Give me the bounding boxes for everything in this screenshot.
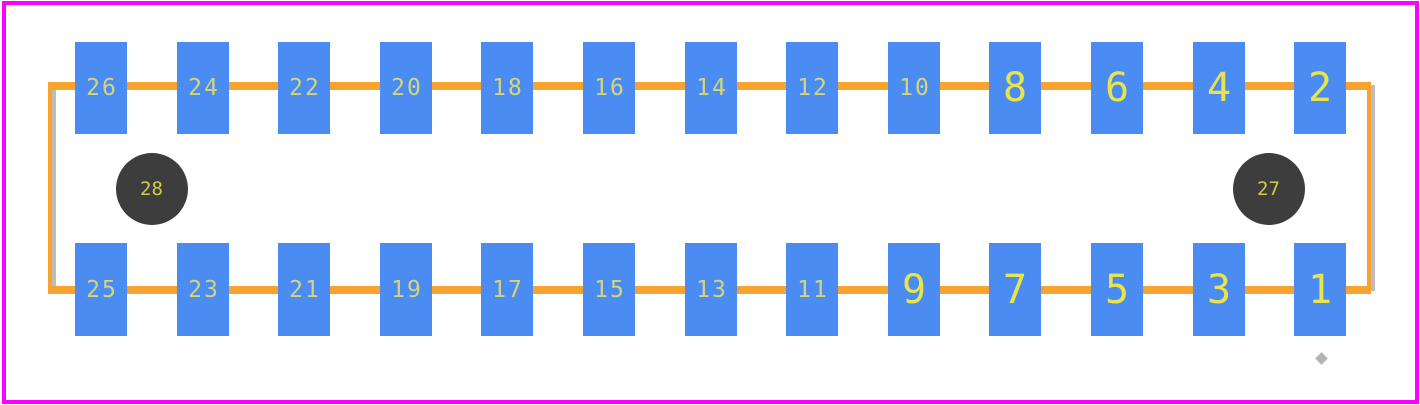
pad-6: 6 (1091, 42, 1143, 134)
pad-21: 21 (278, 243, 330, 336)
pad-3-label: 3 (1206, 266, 1232, 313)
pad-21-label: 21 (289, 276, 321, 303)
pad-3: 3 (1193, 243, 1245, 336)
pad-20-label: 20 (391, 75, 423, 101)
pad-24-label: 24 (188, 75, 220, 101)
hole-27-label: 27 (1257, 178, 1280, 200)
pad-23: 23 (177, 243, 229, 336)
pad-19-label: 19 (391, 276, 423, 303)
pad-5: 5 (1091, 243, 1143, 336)
outline-line-left (48, 82, 52, 294)
pad-6-label: 6 (1104, 65, 1130, 111)
pad-9-label: 9 (901, 266, 927, 313)
pad-5-label: 5 (1104, 266, 1130, 313)
pad-14: 14 (685, 42, 737, 134)
pad-20: 20 (380, 42, 432, 134)
pad-13-label: 13 (696, 276, 728, 303)
hole-28-label: 28 (140, 178, 163, 200)
pad-12: 12 (786, 42, 838, 134)
pad-11: 11 (786, 243, 838, 336)
pad-2: 2 (1294, 42, 1346, 134)
pad-13: 13 (685, 243, 737, 336)
pad-10-label: 10 (899, 75, 931, 101)
pad-7: 7 (989, 243, 1041, 336)
pad-25: 25 (75, 243, 127, 336)
pad-2-label: 2 (1307, 65, 1333, 111)
pad-19: 19 (380, 243, 432, 336)
pad-16-label: 16 (594, 75, 626, 101)
pad-11-label: 11 (797, 276, 829, 303)
pad-23-label: 23 (188, 276, 220, 303)
pad-8-label: 8 (1002, 65, 1028, 111)
pad-17: 17 (481, 243, 533, 336)
pad-26: 26 (75, 42, 127, 134)
mounting-hole-27: 27 (1232, 153, 1305, 225)
pad-1-label: 1 (1307, 266, 1333, 313)
pad-8: 8 (989, 42, 1041, 134)
pad-4: 4 (1193, 42, 1245, 134)
pad-24: 24 (177, 42, 229, 134)
mounting-hole-28: 28 (115, 153, 188, 225)
pad-17-label: 17 (492, 276, 524, 303)
pad-18-label: 18 (492, 75, 524, 101)
pad-25-label: 25 (86, 276, 118, 303)
pad-9: 9 (888, 243, 940, 336)
outline-line-right (1367, 82, 1371, 294)
pad-15: 15 (583, 243, 635, 336)
pad-4-label: 4 (1206, 65, 1232, 111)
pad-1: 1 (1294, 243, 1346, 336)
pad-15-label: 15 (594, 276, 626, 303)
origin-marker-diamond-icon (1315, 352, 1328, 365)
pad-14-label: 14 (696, 75, 728, 101)
pad-22-label: 22 (289, 75, 321, 101)
pad-16: 16 (583, 42, 635, 134)
pad-22: 22 (278, 42, 330, 134)
pad-18: 18 (481, 42, 533, 134)
pad-10: 10 (888, 42, 940, 134)
pad-12-label: 12 (797, 75, 829, 101)
pad-26-label: 26 (86, 75, 118, 101)
pad-7-label: 7 (1002, 266, 1028, 313)
